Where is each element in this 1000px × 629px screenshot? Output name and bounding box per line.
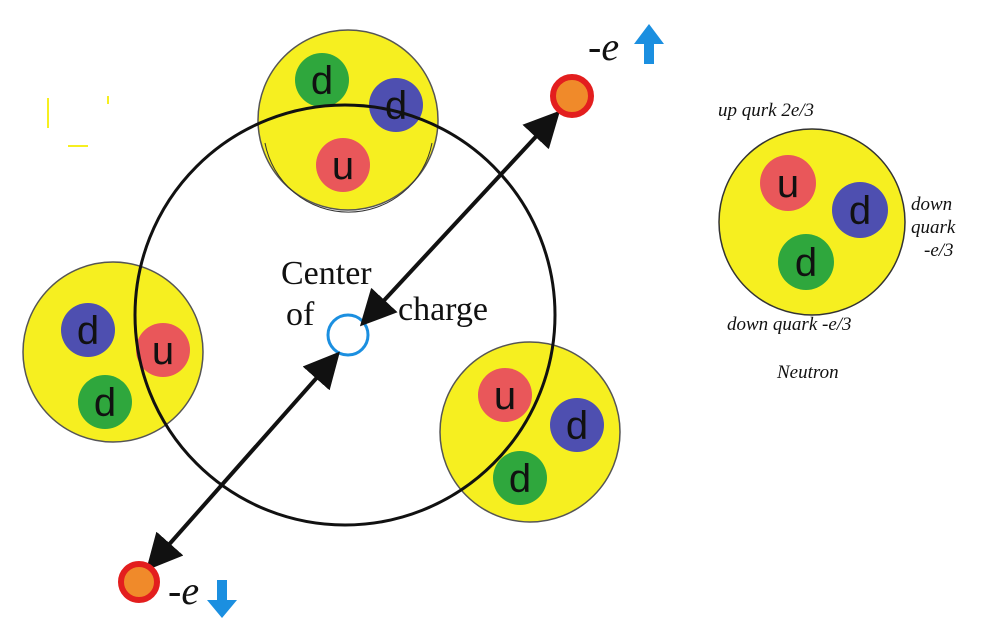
neutron-legend: up qurk 2e/3 u d d down quark -e/3 down … xyxy=(718,100,956,383)
up-quark-label: u xyxy=(152,329,174,373)
down-quark-top-green xyxy=(295,53,349,107)
electron-bottom xyxy=(118,561,160,603)
down-quark-left-green xyxy=(78,375,132,429)
down-quark-label: d xyxy=(566,404,588,448)
neutron-left: d u d xyxy=(22,261,204,443)
electron-top xyxy=(550,74,594,118)
up-quark-label: u xyxy=(777,162,799,206)
legend-down-quark-right-line1: down xyxy=(911,194,952,215)
up-quark-bottom-right xyxy=(478,368,532,422)
legend-down-quark-right-line3: -e/3 xyxy=(924,240,954,261)
arrow-center-to-bottom-electron xyxy=(146,351,340,571)
electron-top-label: -e xyxy=(588,24,619,69)
legend-down-quark-green xyxy=(778,234,834,290)
electron-bottom-label: -e xyxy=(168,568,199,613)
down-quark-label: d xyxy=(311,59,333,103)
down-quark-bottom-right-green xyxy=(493,451,547,505)
center-of-charge-ring xyxy=(326,313,370,357)
legend-up-quark xyxy=(760,155,816,211)
down-quark-label: d xyxy=(849,189,871,233)
arrow-center-to-top-electron xyxy=(359,110,561,327)
down-quark-label: d xyxy=(94,381,116,425)
legend-title: Neutron xyxy=(776,362,839,383)
legend-down-quark-right-line2: quark xyxy=(911,217,956,238)
neutron-bottom-right: u d d xyxy=(439,341,621,523)
down-quark-label: d xyxy=(795,241,817,285)
up-quark-label: u xyxy=(494,374,516,418)
up-quark-top xyxy=(316,138,370,192)
up-quark-label: u xyxy=(332,144,354,188)
down-quark-label: d xyxy=(77,309,99,353)
spin-down-arrow-icon xyxy=(207,580,237,618)
center-label-line3: charge xyxy=(398,291,488,328)
spin-up-arrow-icon xyxy=(634,24,664,64)
center-label-line1: Center xyxy=(281,255,372,292)
legend-up-quark-label: up qurk 2e/3 xyxy=(718,100,814,121)
neutron-top: d d u xyxy=(257,29,439,211)
down-quark-label: d xyxy=(509,457,531,501)
down-quark-bottom-right-blue xyxy=(550,398,604,452)
legend-down-quark-bottom-label: down quark -e/3 xyxy=(727,314,852,335)
down-quark-label: d xyxy=(385,84,407,128)
down-quark-left-blue xyxy=(61,303,115,357)
legend-down-quark-blue xyxy=(832,182,888,238)
center-label-line2: of xyxy=(286,296,315,333)
